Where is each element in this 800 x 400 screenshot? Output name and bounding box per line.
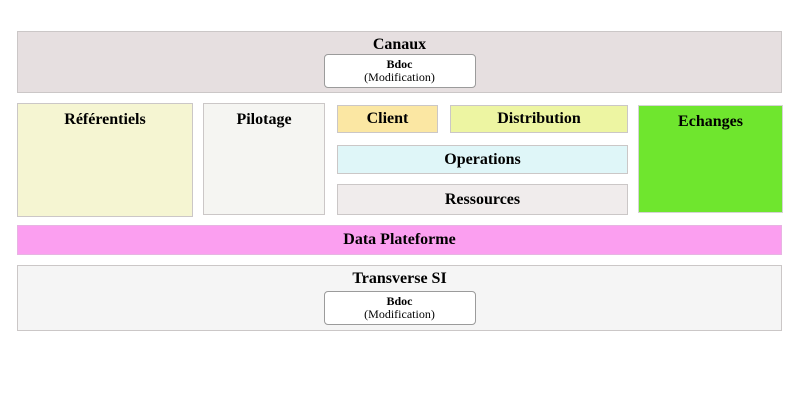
- distribution-block: Distribution: [450, 105, 628, 133]
- referentiels-label: Référentiels: [64, 111, 146, 128]
- ressources-block: Ressources: [337, 184, 628, 215]
- client-label: Client: [366, 110, 409, 127]
- transverse-bdoc-detail: (Modification): [364, 307, 435, 321]
- distribution-label: Distribution: [497, 110, 581, 127]
- transverse-si-band: Transverse SI Bdoc (Modification): [17, 265, 782, 331]
- operations-label: Operations: [444, 150, 521, 168]
- ressources-label: Ressources: [444, 190, 521, 208]
- transverse-bdoc-name: Bdoc: [386, 294, 413, 308]
- echanges-label: Echanges: [678, 113, 743, 130]
- pilotage-label: Pilotage: [236, 111, 292, 128]
- transverse-bdoc-box: Bdoc (Modification): [323, 291, 476, 325]
- operations-block: Operations: [337, 145, 628, 174]
- echanges-block: Echanges: [638, 105, 783, 213]
- pilotage-block: Pilotage: [203, 103, 325, 215]
- canaux-bdoc-box: Bdoc (Modification): [323, 54, 476, 88]
- data-plateforme-label: Data Plateforme: [343, 231, 456, 248]
- transverse-si-label: Transverse SI: [352, 270, 447, 287]
- canaux-band: Canaux Bdoc (Modification): [17, 31, 782, 93]
- canaux-label: Canaux: [372, 36, 427, 53]
- canaux-bdoc-name: Bdoc: [386, 57, 413, 71]
- client-block: Client: [337, 105, 438, 133]
- canaux-bdoc-detail: (Modification): [364, 70, 435, 84]
- data-plateforme-band: Data Plateforme: [17, 225, 782, 255]
- referentiels-block: Référentiels: [17, 103, 193, 217]
